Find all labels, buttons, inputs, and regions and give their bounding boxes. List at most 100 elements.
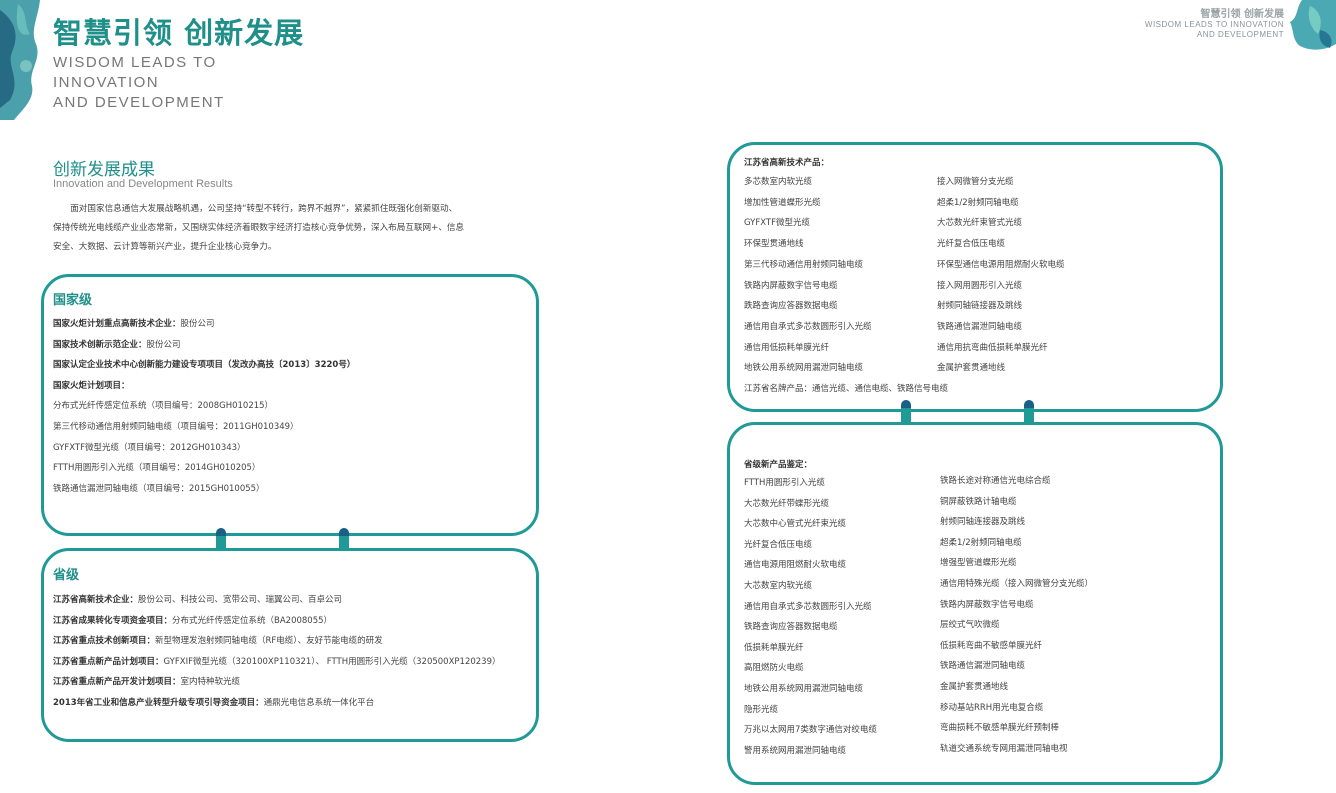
hightech-item: 增加性管道蝶形光缆 — [744, 197, 821, 209]
new-product-item: 隐形光缆 — [744, 704, 778, 716]
national-item: 国家技术创新示范企业：股份公司 — [53, 339, 181, 351]
hightech-item-value: 光纤复合低压电缆 — [937, 239, 1006, 250]
national-item: 分布式光纤传感定位系统（项目编号：2008GH010215） — [53, 400, 273, 412]
new-product-item: 铜屏蔽铁路计轴电缆 — [940, 496, 1017, 508]
national-item-value: 股份公司 — [180, 319, 215, 329]
hightech-heading: 江苏省高新技术产品： — [744, 158, 830, 168]
provincial-item: 江苏省重点新产品计划项目：GYFXIF微型光缆（320100XP110321）、… — [53, 656, 501, 668]
new-product-item-value: 大芯数中心管式光纤束光缆 — [744, 519, 847, 530]
new-products-box — [727, 422, 1223, 785]
national-item: 第三代移动通信用射频同轴电缆（项目编号：2011GH010349） — [53, 421, 299, 433]
new-product-item: 警用系统网用漏泄同轴电缆 — [744, 745, 846, 757]
hightech-item-value: 跌路查询应答器数据电缆 — [744, 301, 838, 312]
new-product-item: 通信用自承式多芯数圆形引入光缆 — [744, 601, 872, 613]
new-product-item: 增强型管道蝶形光缆 — [940, 557, 1017, 569]
new-product-item: 地铁公用系统网用漏泄同轴电缆 — [744, 683, 863, 695]
section-title: 创新发展成果 — [53, 160, 155, 180]
new-product-item-value: 层绞式气吹微缆 — [940, 620, 1000, 631]
hightech-item: 超柔1/2射频同轴电缆 — [937, 197, 1019, 209]
new-product-item-value: 地铁公用系统网用漏泄同轴电缆 — [744, 684, 864, 694]
hightech-item: 通信用抗弯曲低损耗单膜光纤 — [937, 342, 1048, 354]
hightech-item-value: 金属护套贯通地线 — [937, 363, 1006, 374]
provincial-item-label: 江苏省重点新产品开发计划项目： — [53, 677, 181, 688]
hightech-item: 铁路内屏蔽数字信号电缆 — [744, 280, 838, 292]
provincial-item-label: 江苏省重点技术创新项目： — [53, 636, 156, 647]
hightech-item-value: 通信用自承式多芯数圆形引入光缆 — [744, 321, 872, 332]
new-product-item-value: 金属护套贯通地线 — [940, 682, 1009, 692]
hightech-item-value: 接入网用圆形引入光缆 — [937, 280, 1023, 291]
intro-line: 面对国家信息通信大发展战略机遇，公司坚持“转型不转行，跨界不越界”，紧紧抓住既强… — [70, 204, 458, 214]
new-product-item-value: 超柔1/2射频同轴电缆 — [940, 537, 1022, 548]
new-product-item: 万兆以太网用7类数字通信对绞电缆 — [744, 724, 877, 736]
connector-left-2 — [339, 528, 349, 557]
brand-products: 江苏省名牌产品：通信光缆、通信电缆、铁路信号电缆 — [744, 384, 949, 394]
national-item-label: 国家技术创新示范企业： — [53, 339, 147, 350]
new-product-item: 射频同轴连接器及跳线 — [940, 516, 1025, 528]
corner-running-title: 智慧引领 创新发展 WISDOM LEADS TO INNOVATION AND… — [1145, 5, 1284, 40]
intro-line: 保持传统光电线缆产业业态常新，又围绕实体经济着眼数字经济打造核心竞争优势，深入布… — [53, 223, 465, 233]
hightech-item: 铁路通信漏泄同轴电缆 — [937, 321, 1022, 333]
new-product-item-value: 射频同轴连接器及跳线 — [940, 517, 1026, 528]
new-product-item: 金属护套贯通地线 — [940, 681, 1008, 693]
watercolor-splash-right — [1290, 0, 1336, 52]
page-title: 智慧引领 创新发展 — [53, 16, 305, 50]
hightech-item-value: 射频同轴链接器及跳线 — [937, 301, 1023, 312]
national-item-label: 国家火炬计划项目： — [53, 380, 130, 391]
hightech-item-value: 第三代移动通信用射频同轴电缆 — [744, 259, 864, 270]
hightech-item: 通信用自承式多芯数圆形引入光缆 — [744, 321, 872, 333]
national-item: 国家火炬计划项目： — [53, 380, 130, 392]
new-product-item: 低损耗弯曲不敏感单膜光纤 — [940, 640, 1042, 652]
national-item: 铁路通信漏泄同轴电缆（项目编号：2015GH010055） — [53, 483, 265, 495]
hightech-item: GYFXTF微型光缆 — [744, 217, 810, 229]
new-product-item-value: 铁路长途对称通信光电综合缆 — [940, 476, 1051, 486]
national-level-box — [41, 274, 539, 536]
provincial-item: 江苏省重点技术创新项目：新型物理发泡射频同轴电缆（RF电缆）、友好节能电缆的研发 — [53, 635, 383, 647]
intro-line: 安全、大数据、云计算等新兴产业，提升企业核心竞争力。 — [53, 242, 277, 252]
national-item-value: 分布式光纤传感定位系统（项目编号：2008GH010215） — [53, 401, 274, 412]
national-item-label: 国家火炬计划重点高新技术企业： — [53, 319, 181, 329]
hightech-item-value: 通信用低损耗单膜光纤 — [744, 342, 830, 353]
hightech-item-value: 铁路内屏蔽数字信号电缆 — [744, 280, 838, 291]
provincial-item-label: 江苏省高新技术企业： — [53, 595, 139, 605]
new-product-item-value: 通信电源用阻燃耐火软电缆 — [744, 560, 847, 571]
new-product-item-value: 万兆以太网用7类数字通信对绞电缆 — [744, 725, 877, 736]
national-item: FTTH用圆形引入光缆（项目编号：2014GH010205） — [53, 462, 260, 474]
hightech-item: 光纤复合低压电缆 — [937, 238, 1005, 250]
national-heading: 国家级 — [53, 293, 93, 308]
national-item-value: FTTH用圆形引入光缆（项目编号：2014GH010205） — [53, 463, 261, 474]
provincial-item: 2013年省工业和信息产业转型升级专项引导资金项目：通鼎光电信息系统一体化平台 — [53, 697, 374, 709]
provincial-item-value: 室内特种软光缆 — [180, 677, 241, 688]
new-product-item-value: 铁路通信漏泄同轴电缆 — [940, 661, 1026, 672]
new-product-item: 轨道交通系统专网用漏泄同轴电视 — [940, 743, 1068, 755]
new-product-item: 铁路长途对称通信光电综合缆 — [940, 475, 1051, 487]
new-product-item: 通信电源用阻燃耐火软电缆 — [744, 559, 846, 571]
hightech-item-value: 铁路通信漏泄同轴电缆 — [937, 321, 1023, 332]
new-product-item-value: 铜屏蔽铁路计轴电缆 — [940, 496, 1017, 507]
new-product-item-value: 光纤复合低压电缆 — [744, 539, 813, 550]
hightech-item-value: 通信用抗弯曲低损耗单膜光纤 — [937, 342, 1048, 353]
new-product-item-value: 弯曲损耗不敏感单膜光纤预制棒 — [940, 723, 1060, 734]
corner-title-en: WISDOM LEADS TO INNOVATION AND DEVELOPME… — [1145, 20, 1284, 40]
national-item-value: 铁路通信漏泄同轴电缆（项目编号：2015GH010055） — [53, 483, 265, 494]
hightech-item: 金属护套贯通地线 — [937, 362, 1005, 374]
new-product-item: 通信用特殊光缆（接入网微管分支光缆） — [940, 578, 1093, 590]
new-product-item: 铁路查询应答器数据电缆 — [744, 621, 838, 633]
provincial-item: 江苏省成果转化专项资金项目：分布式光纤传感定位系统（BA2008055） — [53, 615, 332, 627]
new-product-item: 低损耗单膜光纤 — [744, 642, 804, 654]
hightech-item-value: 增加性管道蝶形光缆 — [744, 197, 821, 208]
title-en-line: AND DEVELOPMENT — [53, 94, 225, 111]
new-product-item: 层绞式气吹微缆 — [940, 619, 1000, 631]
new-product-item: 铁路内屏蔽数字信号电缆 — [940, 599, 1034, 611]
new-product-item-value: 通信用特殊光缆（接入网微管分支光缆） — [940, 579, 1094, 589]
page-title-english: WISDOM LEADS TO INNOVATION AND DEVELOPME… — [53, 53, 225, 113]
new-product-item: 光纤复合低压电缆 — [744, 539, 812, 551]
hightech-item-value: 超柔1/2射频同轴电缆 — [937, 197, 1019, 208]
provincial-item: 江苏省高新技术企业：股份公司、科技公司、宽带公司、瑞翼公司、百卓公司 — [53, 594, 342, 606]
corner-en-line: WISDOM LEADS TO INNOVATION — [1144, 20, 1284, 29]
hightech-item: 大芯数光纤束管式光缆 — [937, 217, 1022, 229]
new-product-item: 超柔1/2射频同轴电缆 — [940, 537, 1022, 549]
hightech-item: 跌路查询应答器数据电缆 — [744, 300, 838, 312]
national-item-value: 股份公司 — [146, 339, 181, 350]
new-product-item: 大芯数光纤带蝶形光缆 — [744, 498, 829, 510]
hightech-item-value: GYFXTF微型光缆 — [744, 218, 810, 229]
